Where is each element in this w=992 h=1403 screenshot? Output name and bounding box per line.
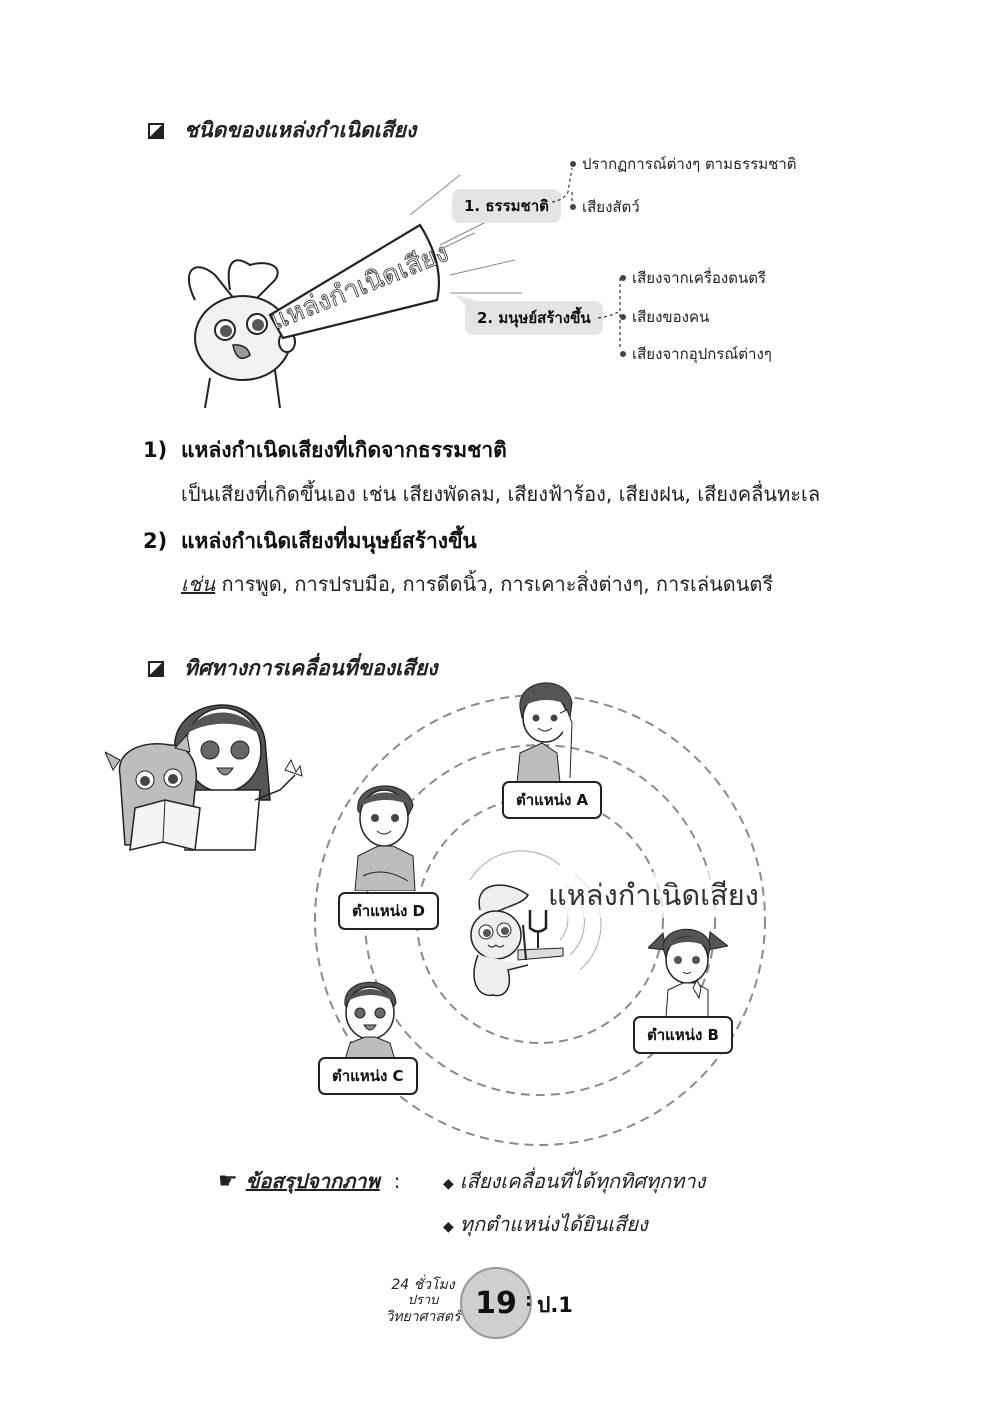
section-marker-icon: [148, 660, 164, 677]
position-label-b: ตำแหน่ง B: [633, 1016, 733, 1054]
branch1-connector: [552, 167, 573, 204]
branch1-leaf: เสียงสัตว์: [570, 195, 640, 219]
branch2-leaf: เสียงจากอุปกรณ์ต่างๆ: [620, 342, 772, 366]
branch2-leaf: เสียงจากเครื่องดนตรี: [620, 266, 766, 290]
conclusion-point: ◆เสียงเคลื่อนที่ได้ทุกทิศทุกทาง: [443, 1169, 706, 1193]
rabbit-megaphone-illustration: แหล่งกำเนิดเสียง: [188, 220, 475, 409]
position-label-d: ตำแหน่ง D: [338, 892, 439, 930]
bullet-dot-icon: [620, 275, 626, 281]
sound-source-label: แหล่งกำเนิดเสียง: [548, 872, 759, 918]
diamond-bullet-icon: ◆: [443, 1219, 454, 1235]
item-body-nature: เป็นเสียงที่เกิดขึ้นเอง เช่น เสียงพัดลม,…: [181, 482, 821, 506]
section-heading-direction: ทิศทางการเคลื่อนที่ของเสียง: [148, 652, 438, 685]
bullet-dot-icon: [620, 351, 626, 357]
section-marker-icon: [148, 122, 164, 139]
footer-colon-right: :: [525, 1290, 533, 1311]
section-heading-types: ชนิดของแหล่งกำเนิดเสียง: [148, 114, 416, 147]
person-d-illustration: [354, 785, 416, 891]
section-heading-text: ทิศทางการเคลื่อนที่ของเสียง: [184, 656, 438, 680]
position-label-a: ตำแหน่ง A: [502, 781, 603, 819]
item-title-human-made: 2)แหล่งกำเนิดเสียงที่มนุษย์สร้างขึ้น: [143, 529, 477, 553]
bullet-dot-icon: [570, 161, 576, 167]
item-title-nature: 1)แหล่งกำเนิดเสียงที่เกิดจากธรรมชาติ: [143, 438, 507, 462]
person-b-illustration: [648, 928, 728, 1018]
book-title: 24 ชั่วโมง ปราบ วิทยาศาสตร์: [385, 1277, 461, 1325]
sound-wave-circles: [314, 694, 766, 1146]
bullet-dot-icon: [570, 204, 576, 210]
branch-pill-human-made: 2. มนุษย์สร้างขึ้น: [465, 301, 603, 335]
branch1-leaf: ปรากฏการณ์ต่างๆ ตามธรรมชาติ: [570, 152, 797, 176]
person-c-illustration: [344, 981, 397, 1060]
position-label-c: ตำแหน่ง C: [318, 1057, 418, 1095]
conclusion-label: ☛ ข้อสรุปจากภาพ :: [218, 1168, 401, 1194]
page-number: 19: [460, 1267, 532, 1339]
bullet-dot-icon: [620, 314, 626, 320]
branch-pill-nature: 1. ธรรมชาติ: [452, 189, 561, 223]
section-heading-text: ชนิดของแหล่งกำเนิดเสียง: [184, 118, 417, 142]
item-body-human-made: เช่น การพูด, การปรบมือ, การดีดนิ้ว, การเ…: [181, 572, 774, 596]
diamond-bullet-icon: ◆: [443, 1176, 454, 1192]
pointing-hand-icon: ☛: [218, 1168, 238, 1194]
conclusion-point: ◆ทุกตำแหน่งได้ยินเสียง: [443, 1212, 648, 1236]
person-a-illustration: [516, 682, 573, 783]
rabbit-tuning-fork-illustration: [470, 884, 564, 997]
girl-and-mascot-illustration: [105, 704, 303, 851]
branch2-leaf: เสียงของคน: [620, 305, 709, 329]
grade-label: ป.1: [537, 1293, 573, 1317]
